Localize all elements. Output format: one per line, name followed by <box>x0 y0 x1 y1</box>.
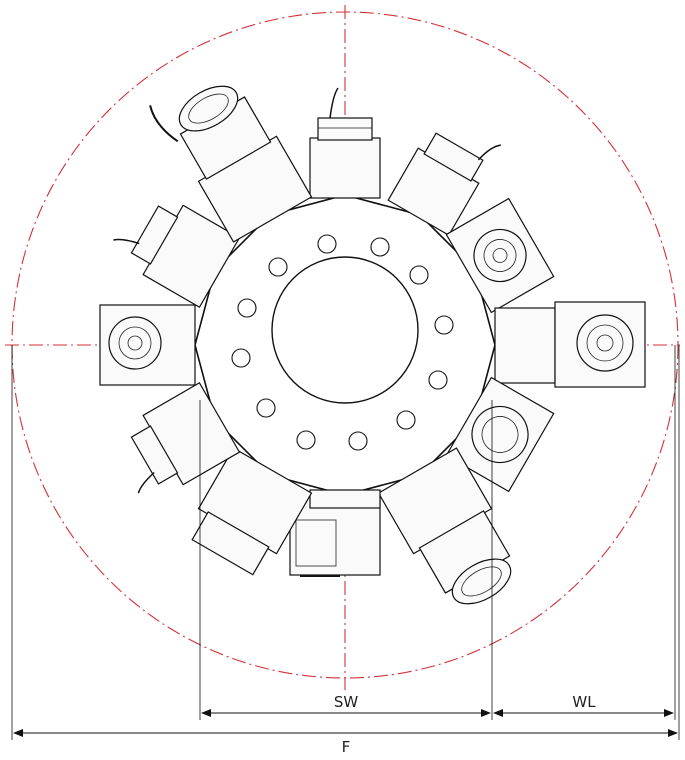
tool-holder-bottom <box>289 489 381 577</box>
tool-holder-top <box>309 87 381 199</box>
tool-holder-left-upper <box>113 204 241 308</box>
tool-holder-left <box>99 304 196 386</box>
tool-holder-bottom-left <box>191 447 313 576</box>
tool-holder-right <box>494 301 646 388</box>
tool-holder-right-upper <box>445 197 555 314</box>
center-bore <box>271 256 419 404</box>
mounting-holes <box>231 234 454 451</box>
wl-label: WL <box>572 693 596 711</box>
tool-holder-top-left <box>149 85 313 243</box>
tool-holder-left-lower <box>130 382 241 494</box>
tool-holder-right-lower <box>445 376 555 493</box>
f-label: F <box>342 738 351 756</box>
tool-holder-bottom-right <box>377 447 512 605</box>
tool-holder-top-right <box>387 132 501 237</box>
sw-label: SW <box>334 693 359 711</box>
